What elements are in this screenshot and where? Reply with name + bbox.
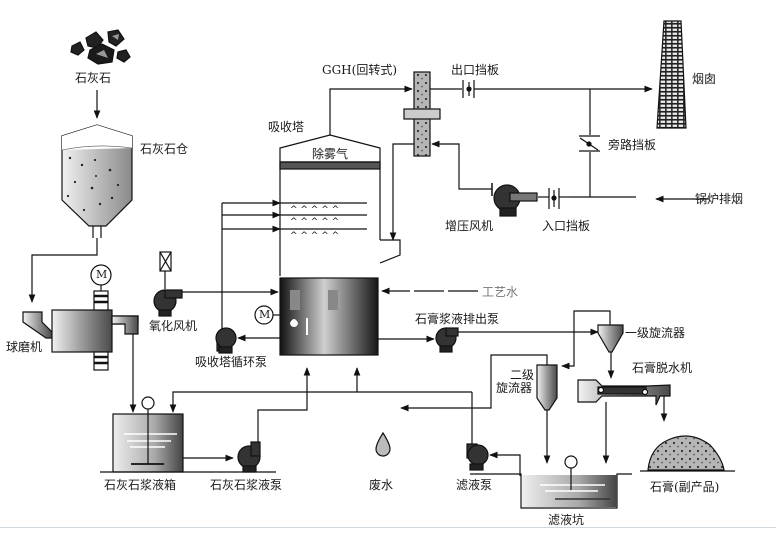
label-booster-fan: 增压风机 — [445, 219, 494, 233]
primary-hydrocyclone — [561, 310, 624, 379]
label-waste-water: 废水 — [369, 478, 394, 492]
label-gypsum-dewatering: 石膏脱水机 — [632, 361, 693, 375]
label-recirculation-pump: 吸收塔循环泵 — [195, 355, 268, 369]
flow-slurry-pump-to-absorber — [257, 367, 311, 442]
svg-text:^ ^ ^ ^ ^: ^ ^ ^ ^ ^ — [290, 231, 339, 241]
limestone-rocks-icon — [70, 29, 131, 65]
bypass-damper-icon — [579, 135, 600, 152]
drive-gear-top — [93, 290, 109, 311]
label-slurry-pump: 石灰石浆液泵 — [210, 478, 283, 492]
label-ball-mill: 球磨机 — [6, 340, 43, 354]
mill-motor-label: M — [96, 268, 108, 281]
flow-ggh-to-absorber — [389, 143, 414, 241]
label-filtrate-pump: 滤液泵 — [456, 478, 493, 492]
oxidation-fan-icon — [153, 251, 183, 317]
label-primary-hydrocyclone: 一级旋流器 — [625, 326, 686, 340]
label-limestone: 石灰石 — [75, 71, 112, 85]
flow-booster-to-ggh — [431, 140, 492, 190]
filtrate-pump-icon — [466, 443, 489, 471]
flow-pit-to-filtrate-pump — [489, 451, 521, 476]
gypsum-pile — [640, 435, 735, 472]
recirculation-pump-icon — [215, 327, 237, 354]
label-inlet-damper: 入口挡板 — [542, 219, 591, 233]
label-absorber-tower: 吸收塔 — [268, 120, 305, 134]
spray-headers: ^ ^ ^ ^ ^ ^ ^ ^ ^ ^ ^ ^ ^ ^ ^ — [221, 199, 367, 336]
limestone-silo — [61, 124, 133, 238]
flow-filtrate-to-tank — [169, 391, 472, 413]
absorber-motor-label: M — [259, 308, 271, 321]
label-oxidation-fan: 氧化风机 — [149, 319, 198, 333]
label-chimney: 烟囱 — [692, 72, 717, 86]
gypsum-dewatering-belt — [577, 379, 671, 464]
label-gypsum-slurry-pump: 石膏浆液排出泵 — [415, 312, 500, 326]
chimney — [656, 20, 687, 129]
gypsum-slurry-pump-icon — [435, 327, 459, 353]
secondary-hydrocyclone — [400, 354, 558, 464]
label-outlet-damper: 出口挡板 — [451, 63, 500, 77]
label-slurry-tank: 石灰石浆液箱 — [104, 478, 177, 492]
flow-absorber-to-ggh — [329, 85, 413, 135]
label-limestone-silo: 石灰石仓 — [140, 142, 189, 156]
limestone-slurry-pump-icon — [237, 441, 261, 473]
ggh-heat-exchanger — [403, 71, 441, 157]
label-demister: 除雾气 — [312, 147, 349, 161]
waste-water-drop-icon — [375, 431, 391, 457]
outlet-damper-icon — [462, 80, 475, 98]
limestone-slurry-tank — [100, 396, 276, 473]
bottom-divider — [0, 527, 776, 528]
svg-text:^ ^ ^ ^ ^: ^ ^ ^ ^ ^ — [290, 217, 339, 227]
agitator-motor-icon — [141, 396, 155, 410]
label-boiler-flue-gas: 锅炉排烟 — [695, 192, 744, 206]
flow-silo-to-ball-mill — [28, 238, 98, 303]
filtrate-pit — [470, 455, 632, 509]
label-secondary-hydrocyclone-1: 二级 — [510, 368, 535, 382]
ball-mill — [22, 264, 139, 371]
label-secondary-hydrocyclone-2: 旋流器 — [496, 381, 533, 395]
inlet-damper-icon — [548, 188, 560, 209]
pit-agitator-motor-icon — [564, 455, 578, 469]
drive-gear-bottom — [93, 351, 109, 371]
label-process-water: 工艺水 — [482, 285, 519, 299]
label-ggh: GGH(回转式) — [322, 63, 398, 77]
absorber-slurry-sump — [279, 277, 379, 356]
absorber-tower — [279, 134, 401, 356]
label-filtrate-pit: 滤液坑 — [548, 513, 585, 527]
svg-text:^ ^ ^ ^ ^: ^ ^ ^ ^ ^ — [290, 205, 339, 215]
label-bypass-damper: 旁路挡板 — [608, 138, 657, 152]
label-gypsum-product: 石膏(副产品) — [650, 480, 720, 494]
booster-fan-icon — [491, 183, 538, 217]
